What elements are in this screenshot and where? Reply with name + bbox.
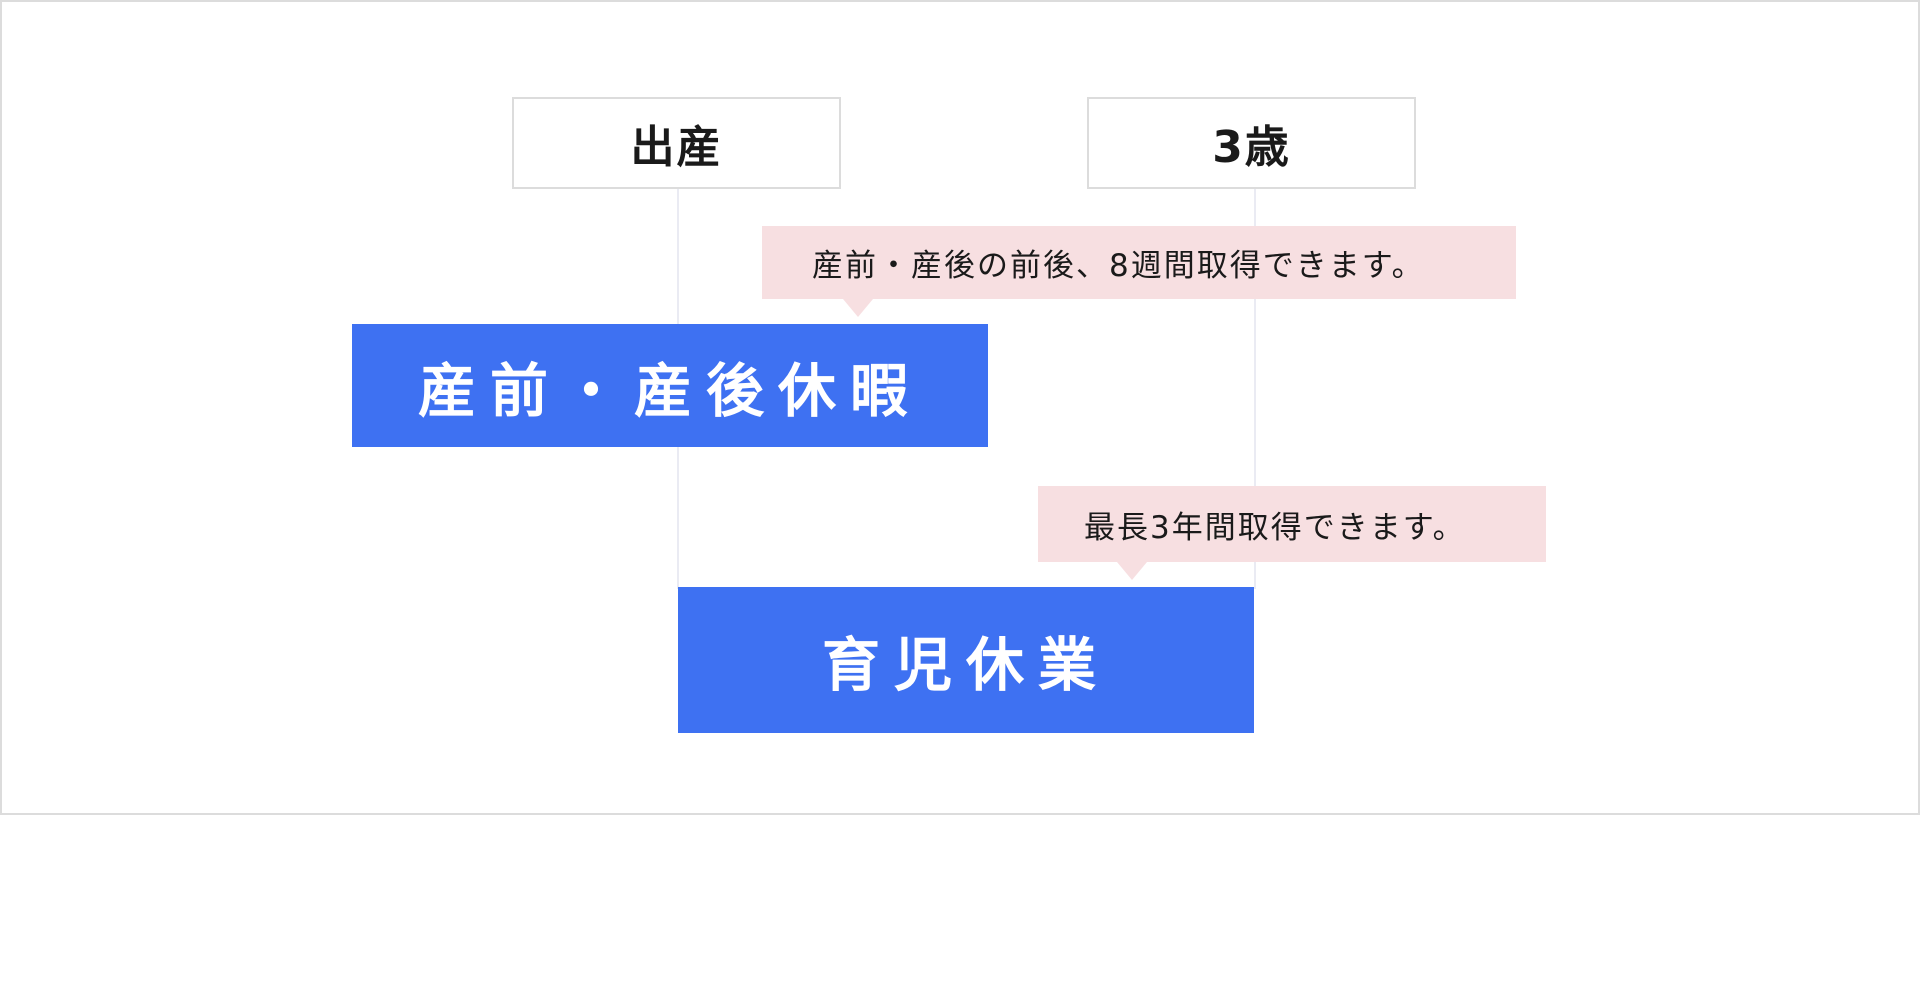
bar-childcare-leave: 育児休業	[678, 587, 1254, 733]
callout-pointer	[843, 299, 873, 317]
callout-maternity-leave-text: 産前・産後の前後、8週間取得できます。	[812, 248, 1425, 284]
milestone-age-3-label: 3歳	[1212, 122, 1291, 173]
bar-maternity-leave-label: 産前・産後休暇	[417, 356, 922, 425]
bar-childcare-leave-label: 育児休業	[821, 631, 1110, 699]
milestone-birth-label: 出産	[630, 122, 723, 173]
timeline-line-age-3	[1254, 189, 1256, 589]
callout-maternity-leave: 産前・産後の前後、8週間取得できます。	[762, 226, 1516, 317]
callout-childcare-leave-text: 最長3年間取得できます。	[1084, 509, 1466, 546]
callout-childcare-leave: 最長3年間取得できます。	[1038, 486, 1546, 580]
milestone-birth: 出産	[512, 97, 841, 189]
milestone-age-3: 3歳	[1087, 97, 1416, 189]
diagram-frame: 出産 3歳 産前・産後の前後、8週間取得できます。 産前・産後休暇 最長3年間取…	[0, 0, 1920, 815]
bar-maternity-leave: 産前・産後休暇	[352, 324, 988, 447]
callout-pointer	[1117, 562, 1147, 580]
